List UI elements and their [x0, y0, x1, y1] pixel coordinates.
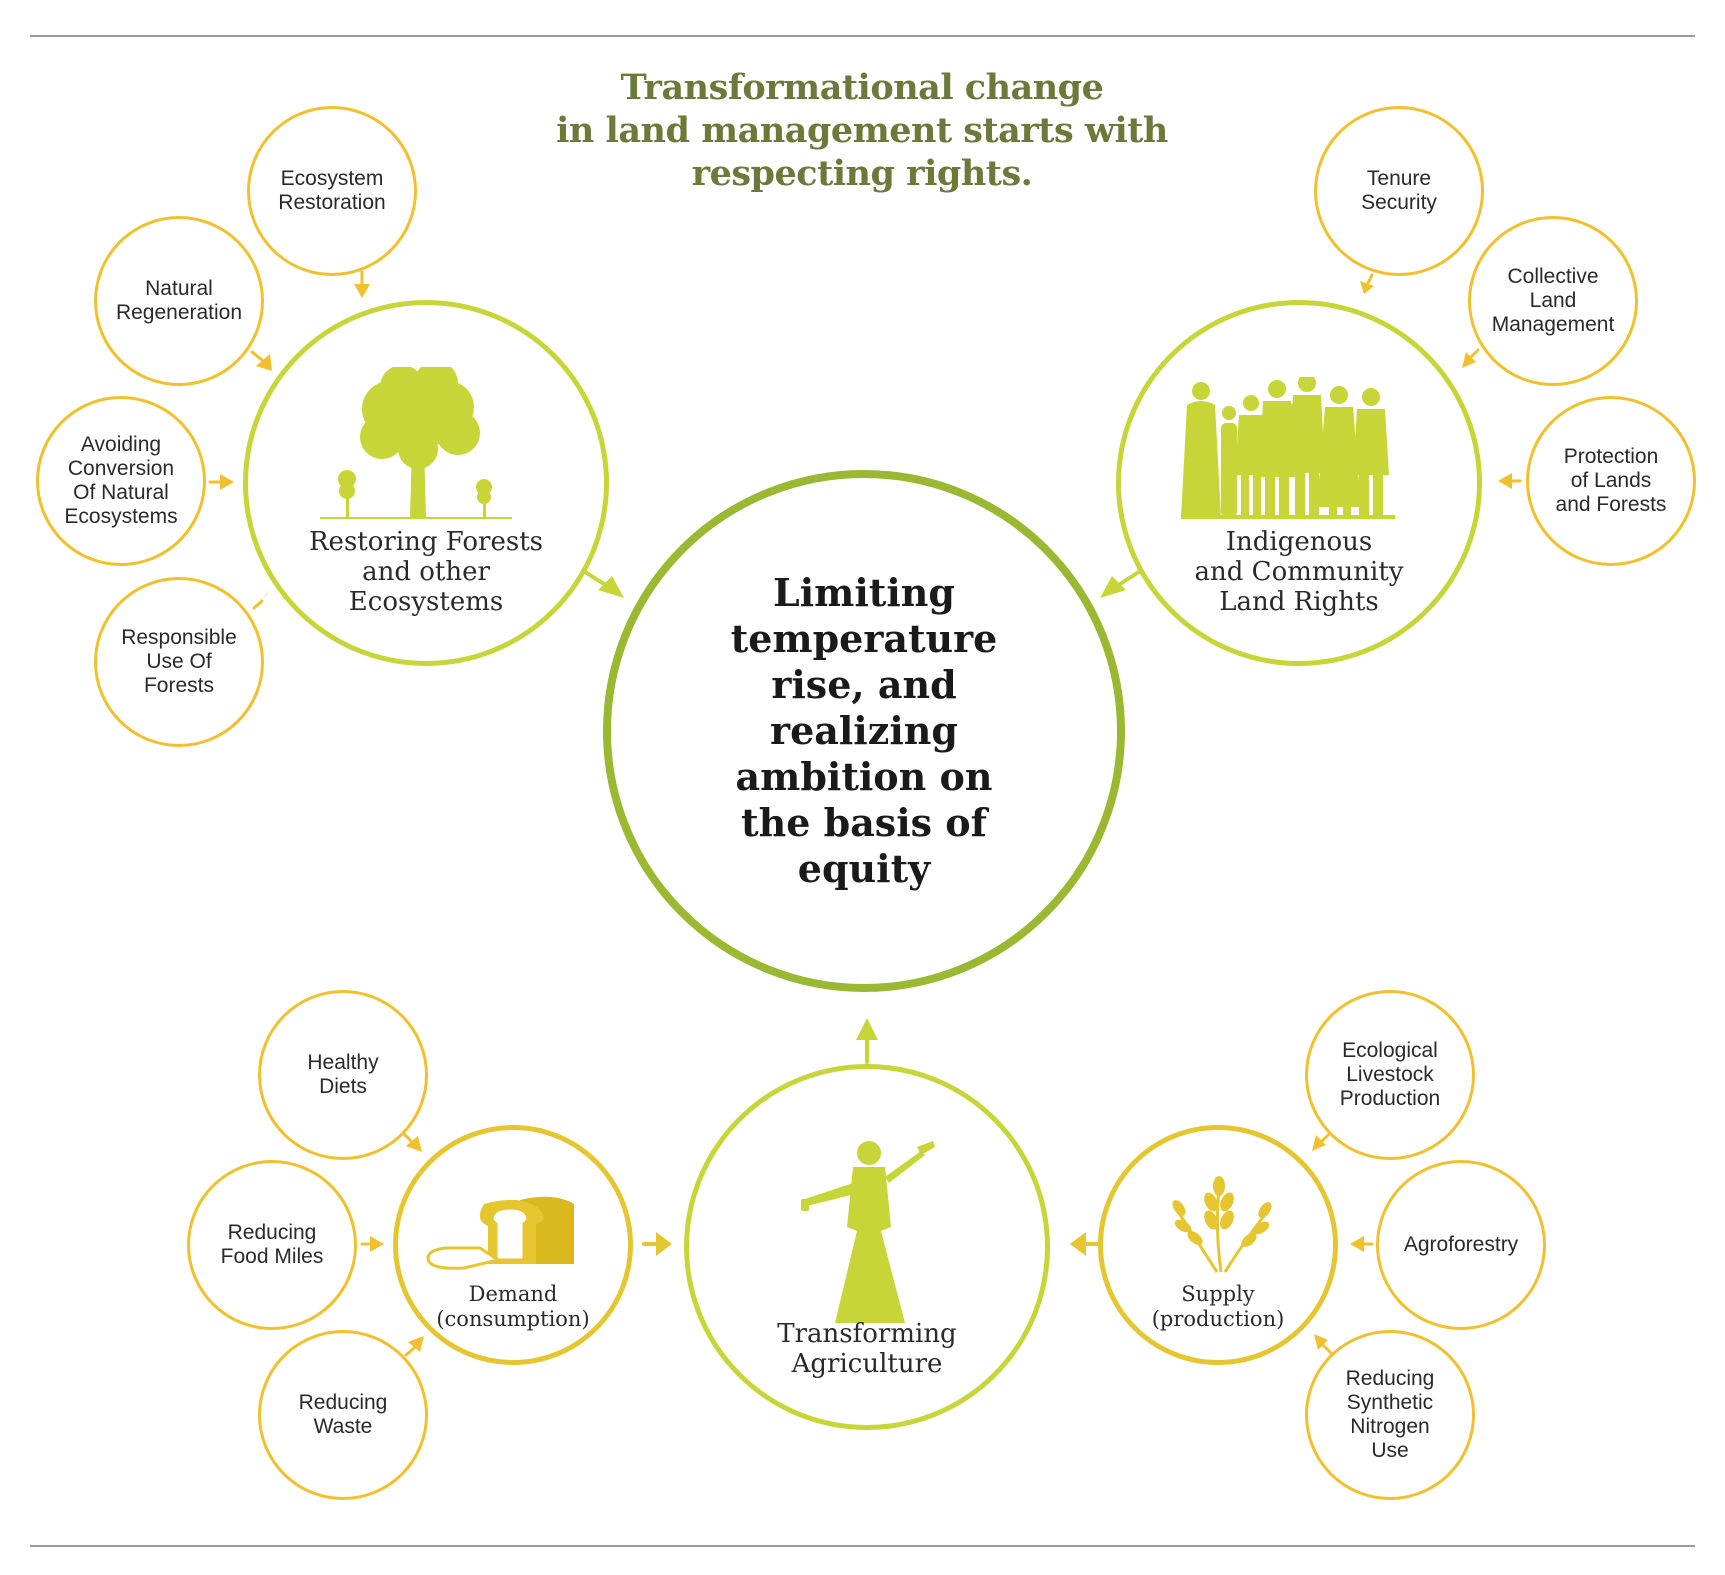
node-healthy-diets: Healthy Diets	[258, 990, 428, 1160]
arrowhead	[1312, 1135, 1326, 1151]
node-ecosystem-restoration: Ecosystem Restoration	[247, 106, 417, 276]
node-agroforestry: Agroforestry	[1376, 1160, 1546, 1330]
arrow-responsible-use	[252, 599, 264, 610]
arrowhead	[220, 474, 234, 490]
arrow-reducing-waste	[404, 1346, 416, 1357]
arrowhead	[408, 1336, 424, 1352]
hub-transforming-agriculture: Transforming Agriculture	[684, 1064, 1050, 1430]
node-collective-land: Collective Land Management	[1468, 216, 1638, 386]
arrowhead	[656, 1232, 672, 1256]
arrowhead	[856, 1018, 878, 1040]
central-goal: Limiting temperature rise, and realizing…	[603, 470, 1125, 992]
top-rule	[30, 35, 1695, 37]
node-ecological-livestock: Ecological Livestock Production	[1305, 990, 1475, 1160]
hub-restoring-forests: Restoring Forests and other Ecosystems	[243, 300, 609, 666]
node-responsible-use: Responsible Use Of Forests	[94, 577, 264, 747]
arrowhead	[1100, 576, 1126, 598]
node-avoiding-conversion: Avoiding Conversion Of Natural Ecosystem…	[36, 396, 206, 566]
arrowhead	[354, 284, 370, 298]
arrowhead	[1350, 1236, 1364, 1252]
node-food-miles: Reducing Food Miles	[187, 1160, 357, 1330]
node-reducing-waste: Reducing Waste	[258, 1330, 428, 1500]
arrowhead	[1462, 352, 1476, 368]
node-tenure-security: Tenure Security	[1314, 106, 1484, 276]
arrowhead	[256, 354, 272, 371]
arrowhead	[1314, 1334, 1328, 1350]
hub-supply: Supply (production)	[1098, 1125, 1338, 1365]
arrowhead	[598, 576, 624, 598]
node-synthetic-nitrogen: Reducing Synthetic Nitrogen Use	[1305, 1330, 1475, 1500]
arrowhead	[1360, 281, 1374, 294]
arrow-healthy-diets	[402, 1132, 414, 1144]
bottom-rule	[30, 1545, 1695, 1547]
hub-indigenous-rights: Indigenous and Community Land Rights	[1116, 300, 1482, 666]
node-natural-regeneration: Natural Regeneration	[94, 216, 264, 386]
node-protection-lands: Protection of Lands and Forests	[1526, 396, 1696, 566]
arrowhead	[1070, 1232, 1086, 1256]
farmer-icon	[801, 1141, 935, 1323]
wheat-icon	[1172, 1176, 1272, 1273]
arrowhead	[370, 1236, 384, 1252]
arrowhead	[257, 589, 271, 604]
arrowhead	[1498, 473, 1512, 489]
arrow-collective-land	[1468, 348, 1480, 360]
arrow-natural-regeneration	[250, 350, 264, 362]
diagram-title: Transformational change in land manageme…	[556, 67, 1168, 194]
tree-icon	[320, 367, 512, 519]
hub-demand: Demand (consumption)	[393, 1125, 633, 1365]
bread-icon	[426, 1196, 574, 1270]
arrowhead	[406, 1136, 422, 1152]
arrow-tenure-security	[1366, 273, 1374, 285]
people-icon	[1181, 377, 1395, 519]
